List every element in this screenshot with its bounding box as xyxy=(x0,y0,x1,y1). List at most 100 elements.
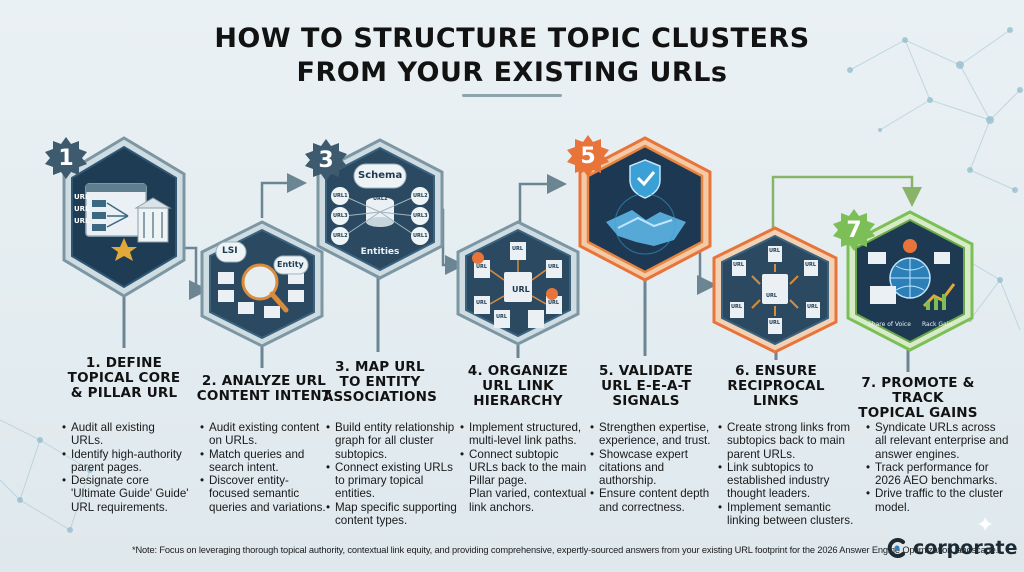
step-1-bullet: Audit all existing URLs. xyxy=(62,421,190,448)
step-2-bullet-list: Audit existing content on URLs. Match qu… xyxy=(200,421,328,514)
step-3-bullet: Build entity relationship graph for all … xyxy=(326,421,462,461)
step-7-bullet: Drive traffic to the cluster model. xyxy=(866,487,1010,514)
step-1-bullet: Designate core 'Ultimate Guide' Guide' U… xyxy=(62,474,190,514)
step-7-share-of-voice-label: Share of Voice xyxy=(868,321,911,328)
step-6-bullet: Link subtopics to established industry t… xyxy=(718,461,864,501)
step-1-badge: 1 xyxy=(44,136,88,180)
step-1-url-label-2: URL xyxy=(74,205,90,213)
step-4-url-label: URL xyxy=(548,300,560,306)
step-3-node-label: URL2 xyxy=(413,193,428,199)
step-7-bullet-list: Syndicate URLs across all relevant enter… xyxy=(866,421,1010,514)
step-7-heading-line: TOPICAL GAINS xyxy=(858,405,978,421)
step-1-heading-line: TOPICAL CORE xyxy=(67,370,181,386)
step-3-entities-label: Entities xyxy=(360,247,400,257)
step-4-bullet: Connect subtopic URLs back to the main P… xyxy=(460,448,590,488)
step-6-url-label: URL xyxy=(731,304,743,310)
step-1-heading-line: & PILLAR URL xyxy=(70,385,178,401)
step-1-bullet-list: Audit all existing URLs. Identify high-a… xyxy=(62,421,190,514)
step-2-heading-line: CONTENT INTENT xyxy=(196,388,332,404)
step-3-node-label: URL3 xyxy=(333,213,348,219)
step-3-node-label: URL1 xyxy=(333,193,348,199)
step-2-heading: 2. ANALYZE URL CONTENT INTENT xyxy=(194,374,334,404)
brand-name: corporate xyxy=(913,537,1018,559)
step-1-number: 1 xyxy=(58,145,74,171)
step-6-heading-line: LINKS xyxy=(752,393,800,409)
step-3-heading-line: TO ENTITY xyxy=(339,374,421,390)
step-1-heading: 1. DEFINE TOPICAL CORE & PILLAR URL xyxy=(64,356,184,401)
step-3-hexagon xyxy=(316,138,444,280)
step-4-bullet: Implement structured, multi-level link p… xyxy=(460,421,590,448)
step-7-heading: 7. PROMOTE & TRACK TOPICAL GAINS xyxy=(838,376,998,421)
step-7-bullet: Syndicate URLs across all relevant enter… xyxy=(866,421,1010,461)
step-2-bullet: Discover entity-focused semantic queries… xyxy=(200,474,328,514)
step-3-badge: 3 xyxy=(304,138,348,182)
step-3-bullet-list: Build entity relationship graph for all … xyxy=(326,421,462,527)
page-title-line-1: HOW TO STRUCTURE TOPIC CLUSTERS xyxy=(214,23,810,54)
step-4-heading-line: HIERARCHY xyxy=(473,393,563,409)
step-3-number: 3 xyxy=(318,147,334,173)
step-7-heading-line: 7. PROMOTE & TRACK xyxy=(861,375,975,406)
step-4-url-label: URL xyxy=(512,246,524,252)
step-6-url-label: URL xyxy=(807,304,819,310)
step-5-badge: 5 xyxy=(566,134,610,178)
step-4-url-label: URL xyxy=(476,300,488,306)
step-6-bullet: Create strong links from subtopics back … xyxy=(718,421,864,461)
step-6-url-label: URL xyxy=(766,293,778,299)
brand-logo: corporate xyxy=(886,537,1018,559)
title-underline xyxy=(462,94,562,97)
step-5-heading-line: URL E-E-A-T xyxy=(601,378,691,394)
step-6-url-label: URL xyxy=(769,248,781,254)
step-7-badge: 7 xyxy=(832,208,876,252)
step-3-schema-label: Schema xyxy=(358,170,403,181)
step-4-extra-line: Plan varied, contextual link anchors. xyxy=(469,487,587,514)
step-7-number: 7 xyxy=(846,217,862,243)
step-2-bullet: Match queries and search intent. xyxy=(200,448,328,475)
step-5-heading: 5. VALIDATE URL E-E-A-T SIGNALS xyxy=(584,364,708,409)
step-7-bullet: Track performance for 2026 AEO benchmark… xyxy=(866,461,1010,488)
step-4-bullet-list: Implement structured, multi-level link p… xyxy=(460,421,590,514)
step-3-bullet: Map specific supporting content types. xyxy=(326,501,462,528)
step-7-rank-gain-label: Rack Gain xyxy=(922,321,953,328)
step-6-heading: 6. ENSURE RECIPROCAL LINKS xyxy=(716,364,836,409)
footnote: *Note: Focus on leveraging thorough topi… xyxy=(132,545,999,555)
step-2-lsi-label: LSI xyxy=(222,246,238,256)
step-1-hexagon xyxy=(62,136,186,298)
step-3-heading: 3. MAP URL TO ENTITY ASSOCIATIONS xyxy=(318,360,442,405)
step-5-bullet-list: Strengthen expertise, experience, and tr… xyxy=(590,421,714,514)
step-5-bullet: Ensure content depth and correctness. xyxy=(590,487,714,514)
step-4-url-label: URL xyxy=(496,314,508,320)
step-1-heading-line: 1. DEFINE xyxy=(85,355,163,371)
step-3-node-label: URL1 xyxy=(413,233,428,239)
step-3-node-label: URL2 xyxy=(333,233,348,239)
step-3-bullet: Connect existing URLs to primary topical… xyxy=(326,461,462,501)
step-6-heading-line: 6. ENSURE xyxy=(735,363,817,379)
step-4-heading: 4. ORGANIZE URL LINK HIERARCHY xyxy=(456,364,580,409)
step-7-hexagon xyxy=(846,210,974,352)
step-6-url-label: URL xyxy=(769,320,781,326)
step-5-number: 5 xyxy=(580,143,596,169)
step-3-node-label: URL2 xyxy=(373,196,388,202)
step-6-url-label: URL xyxy=(805,262,817,268)
step-1-url-label-3: URL xyxy=(74,217,90,225)
step-5-heading-line: 5. VALIDATE xyxy=(598,363,694,379)
step-1-url-label-1: URL xyxy=(74,193,90,201)
step-5-bullet: Showcase expert citations and authorship… xyxy=(590,448,714,488)
step-2-hexagon xyxy=(200,220,324,348)
step-3-heading-line: 3. MAP URL xyxy=(335,359,425,375)
step-5-bullet: Strengthen expertise, experience, and tr… xyxy=(590,421,714,448)
step-5-heading-line: SIGNALS xyxy=(612,393,680,409)
step-4-heading-line: URL LINK xyxy=(482,378,554,394)
step-4-hexagon xyxy=(456,220,580,346)
step-6-hexagon xyxy=(712,226,838,354)
sparkle-icon: ✦ xyxy=(976,512,995,537)
step-2-entity-label: Entity xyxy=(277,260,304,269)
step-5-hexagon xyxy=(578,136,712,282)
step-3-heading-line: ASSOCIATIONS xyxy=(322,389,438,405)
brand-c-icon xyxy=(887,538,905,558)
step-4-center-url: URL xyxy=(512,285,530,294)
step-4-url-label: URL xyxy=(476,264,488,270)
step-6-url-label: URL xyxy=(733,262,745,268)
step-1-bullet: Identify high-authority parent pages. xyxy=(62,448,190,475)
step-3-node-label: URL3 xyxy=(413,213,428,219)
